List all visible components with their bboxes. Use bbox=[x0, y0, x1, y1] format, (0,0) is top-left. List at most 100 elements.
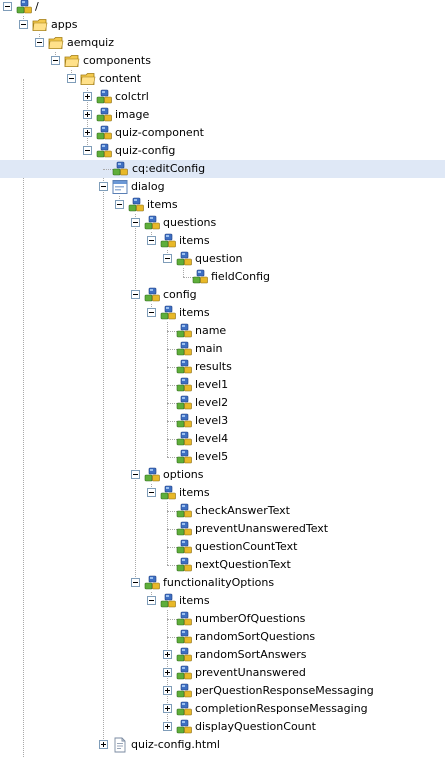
tree-node-label[interactable]: numberOfQuestions bbox=[195, 612, 306, 625]
collapse-toggle[interactable] bbox=[147, 488, 156, 497]
tree-node[interactable]: items bbox=[0, 196, 445, 214]
collapse-toggle[interactable] bbox=[51, 56, 60, 65]
tree-node[interactable]: checkAnswerText bbox=[0, 502, 445, 520]
tree-node[interactable]: preventUnanswered bbox=[0, 664, 445, 682]
expand-toggle[interactable] bbox=[163, 722, 172, 731]
collapse-toggle[interactable] bbox=[147, 596, 156, 605]
tree-node[interactable]: level3 bbox=[0, 412, 445, 430]
tree-node-label[interactable]: level4 bbox=[195, 432, 229, 445]
tree-node-label[interactable]: quiz-config bbox=[115, 144, 176, 157]
expand-toggle[interactable] bbox=[83, 110, 92, 119]
tree-node[interactable]: colctrl bbox=[0, 88, 445, 106]
tree-node-label[interactable]: question bbox=[195, 252, 243, 265]
tree-node[interactable]: functionalityOptions bbox=[0, 574, 445, 592]
collapse-toggle[interactable] bbox=[131, 578, 140, 587]
collapse-toggle[interactable] bbox=[3, 2, 12, 11]
tree-node[interactable]: numberOfQuestions bbox=[0, 610, 445, 628]
collapse-toggle[interactable] bbox=[131, 470, 140, 479]
tree-node[interactable]: level5 bbox=[0, 448, 445, 466]
tree-node-label[interactable]: items bbox=[147, 198, 178, 211]
tree-node-label[interactable]: nextQuestionText bbox=[195, 558, 291, 571]
tree-node[interactable]: level1 bbox=[0, 376, 445, 394]
collapse-toggle[interactable] bbox=[83, 146, 92, 155]
tree-node-label[interactable]: level1 bbox=[195, 378, 229, 391]
tree-node-label[interactable]: fieldConfig bbox=[211, 270, 271, 283]
tree-node[interactable]: displayQuestionCount bbox=[0, 718, 445, 736]
tree-node[interactable]: level2 bbox=[0, 394, 445, 412]
tree-node[interactable]: / bbox=[0, 0, 445, 16]
tree-node[interactable]: items bbox=[0, 592, 445, 610]
tree-node[interactable]: apps bbox=[0, 16, 445, 34]
tree-node-label[interactable]: quiz-config.html bbox=[131, 738, 220, 751]
expand-toggle[interactable] bbox=[163, 704, 172, 713]
tree-node-label[interactable]: preventUnansweredText bbox=[195, 522, 329, 535]
tree-node[interactable]: aemquiz bbox=[0, 34, 445, 52]
tree-node-label[interactable]: items bbox=[179, 486, 210, 499]
tree-node[interactable]: main bbox=[0, 340, 445, 358]
tree-node-label[interactable]: preventUnanswered bbox=[195, 666, 306, 679]
expand-toggle[interactable] bbox=[163, 668, 172, 677]
tree-node-label[interactable]: questions bbox=[163, 216, 217, 229]
collapse-toggle[interactable] bbox=[19, 20, 28, 29]
tree-node-label[interactable]: randomSortAnswers bbox=[195, 648, 307, 661]
tree-node-label[interactable]: / bbox=[35, 0, 39, 13]
tree-node-label[interactable]: cq:editConfig bbox=[132, 162, 206, 175]
tree-node[interactable]: cq:editConfig bbox=[0, 160, 445, 178]
tree-node[interactable]: content bbox=[0, 70, 445, 88]
tree-node-label[interactable]: components bbox=[83, 54, 151, 67]
tree-node[interactable]: components bbox=[0, 52, 445, 70]
tree-node[interactable]: preventUnansweredText bbox=[0, 520, 445, 538]
tree-node[interactable]: fieldConfig bbox=[0, 268, 445, 286]
tree-node[interactable]: name bbox=[0, 322, 445, 340]
tree-node[interactable]: nextQuestionText bbox=[0, 556, 445, 574]
tree-node-label[interactable]: apps bbox=[51, 18, 78, 31]
tree-node-label[interactable]: items bbox=[179, 594, 210, 607]
tree-node-label[interactable]: items bbox=[179, 306, 210, 319]
tree-node-label[interactable]: config bbox=[163, 288, 197, 301]
tree-node[interactable]: options bbox=[0, 466, 445, 484]
expand-toggle[interactable] bbox=[163, 650, 172, 659]
tree-node[interactable]: items bbox=[0, 484, 445, 502]
tree-node-label[interactable]: results bbox=[195, 360, 232, 373]
tree-node-label[interactable]: functionalityOptions bbox=[163, 576, 275, 589]
tree-node-label[interactable]: level3 bbox=[195, 414, 229, 427]
tree-node[interactable]: completionResponseMessaging bbox=[0, 700, 445, 718]
collapse-toggle[interactable] bbox=[35, 38, 44, 47]
tree-node[interactable]: randomSortAnswers bbox=[0, 646, 445, 664]
tree-node[interactable]: questionCountText bbox=[0, 538, 445, 556]
tree-node-label[interactable]: quiz-component bbox=[115, 126, 204, 139]
tree-node-label[interactable]: level5 bbox=[195, 450, 229, 463]
tree-node[interactable]: level4 bbox=[0, 430, 445, 448]
tree-node[interactable]: question bbox=[0, 250, 445, 268]
collapse-toggle[interactable] bbox=[115, 200, 124, 209]
tree-node-label[interactable]: perQuestionResponseMessaging bbox=[195, 684, 374, 697]
tree-node[interactable]: randomSortQuestions bbox=[0, 628, 445, 646]
expand-toggle[interactable] bbox=[99, 740, 108, 749]
tree-node-label[interactable]: level2 bbox=[195, 396, 229, 409]
expand-toggle[interactable] bbox=[83, 128, 92, 137]
tree-node[interactable]: items bbox=[0, 232, 445, 250]
collapse-toggle[interactable] bbox=[67, 74, 76, 83]
tree-node-label[interactable]: randomSortQuestions bbox=[195, 630, 316, 643]
tree-node[interactable]: items bbox=[0, 304, 445, 322]
tree-node-label[interactable]: name bbox=[195, 324, 227, 337]
tree-node-label[interactable]: colctrl bbox=[115, 90, 149, 103]
tree-node-label[interactable]: completionResponseMessaging bbox=[195, 702, 368, 715]
tree-node[interactable]: questions bbox=[0, 214, 445, 232]
tree-node[interactable]: config bbox=[0, 286, 445, 304]
tree-node-label[interactable]: image bbox=[115, 108, 150, 121]
collapse-toggle[interactable] bbox=[99, 182, 108, 191]
tree-node-label[interactable]: questionCountText bbox=[195, 540, 298, 553]
tree-node-label[interactable]: dialog bbox=[131, 180, 165, 193]
collapse-toggle[interactable] bbox=[147, 236, 156, 245]
tree-node[interactable]: results bbox=[0, 358, 445, 376]
collapse-toggle[interactable] bbox=[131, 290, 140, 299]
tree-node[interactable]: dialog bbox=[0, 178, 445, 196]
tree-node-label[interactable]: options bbox=[163, 468, 204, 481]
tree-node-label[interactable]: items bbox=[179, 234, 210, 247]
tree-node[interactable]: quiz-config.html bbox=[0, 736, 445, 754]
tree-node-label[interactable]: aemquiz bbox=[67, 36, 115, 49]
tree-node[interactable]: quiz-component bbox=[0, 124, 445, 142]
tree-node[interactable]: quiz-config bbox=[0, 142, 445, 160]
tree-node-label[interactable]: content bbox=[99, 72, 142, 85]
